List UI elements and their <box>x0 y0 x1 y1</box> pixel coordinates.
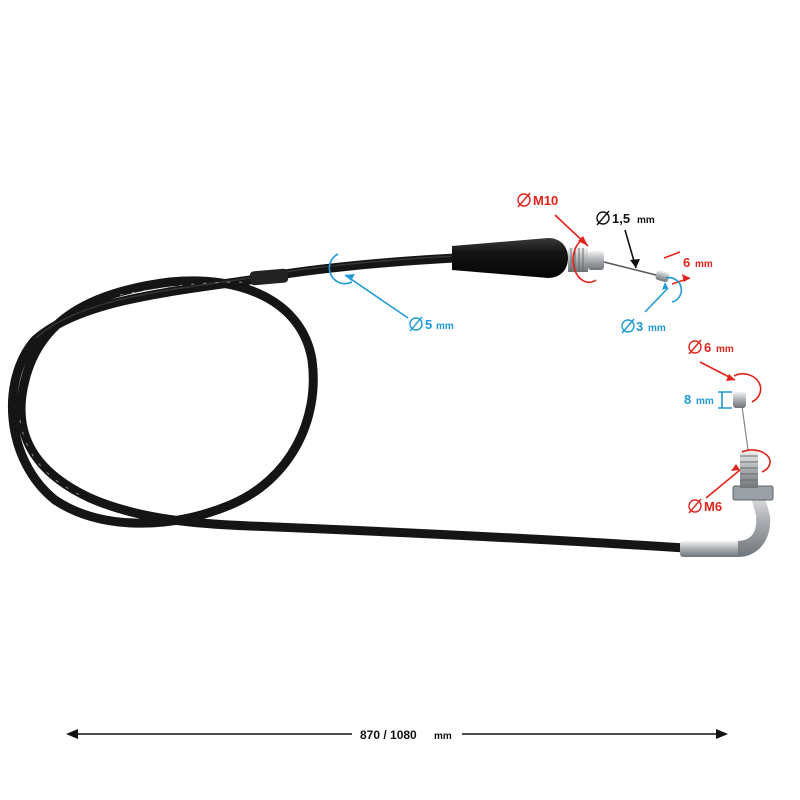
nipple-diameter-value: 3 <box>636 319 643 334</box>
diameter-icon <box>621 318 635 334</box>
inner-wire-top <box>603 261 661 277</box>
callout-nipple-length: 6 mm <box>683 255 713 270</box>
callout-bottom-nipple-length: 8 mm <box>684 392 714 407</box>
callout-m10: M10 <box>517 192 558 208</box>
bottom-nipple-diameter-unit: mm <box>716 344 734 355</box>
diameter-icon <box>517 192 531 208</box>
callout-nipple-diameter: 3 mm <box>621 318 666 334</box>
diameter-icon <box>596 210 610 226</box>
cable-body <box>8 253 690 553</box>
cable-diameter-unit: mm <box>436 321 454 332</box>
arrowheads <box>345 236 740 471</box>
diameter-icon <box>688 498 702 514</box>
nipple-top <box>655 270 670 282</box>
m6-nut <box>732 485 774 501</box>
bottom-connector <box>680 392 774 557</box>
callout-wire-diameter: 1,5 mm <box>596 210 655 226</box>
wire-diameter-unit: mm <box>637 215 655 226</box>
nipple-bottom <box>733 392 746 408</box>
length-unit: mm <box>434 731 452 742</box>
inner-wire-bottom <box>741 405 749 451</box>
arrow-right-icon <box>716 729 728 739</box>
diameter-icon <box>409 316 423 332</box>
callout-leaders <box>328 214 771 499</box>
callout-m6: M6 <box>688 498 722 514</box>
cable-diameter-value: 5 <box>425 317 432 332</box>
length-dimension: 870 / 1080 mm <box>66 728 728 742</box>
bottom-nipple-diameter-value: 6 <box>704 340 711 355</box>
nipple-length-value: 6 <box>683 255 690 270</box>
callout-cable-diameter: 5 mm <box>409 316 454 332</box>
arrow-left-icon <box>66 729 78 739</box>
wire-diameter-value: 1,5 <box>612 211 630 226</box>
nipple-diameter-unit: mm <box>648 323 666 334</box>
length-value: 870 / 1080 <box>360 728 417 742</box>
bottom-nipple-length-unit: mm <box>696 396 714 407</box>
nipple-length-unit: mm <box>695 259 713 270</box>
diameter-icon <box>688 339 702 355</box>
bottom-nipple-length-value: 8 <box>684 392 691 407</box>
m10-value: M10 <box>533 193 558 208</box>
m6-thread <box>740 450 758 488</box>
m6-value: M6 <box>704 499 722 514</box>
callout-bottom-nipple-diameter: 6 mm <box>688 339 734 355</box>
